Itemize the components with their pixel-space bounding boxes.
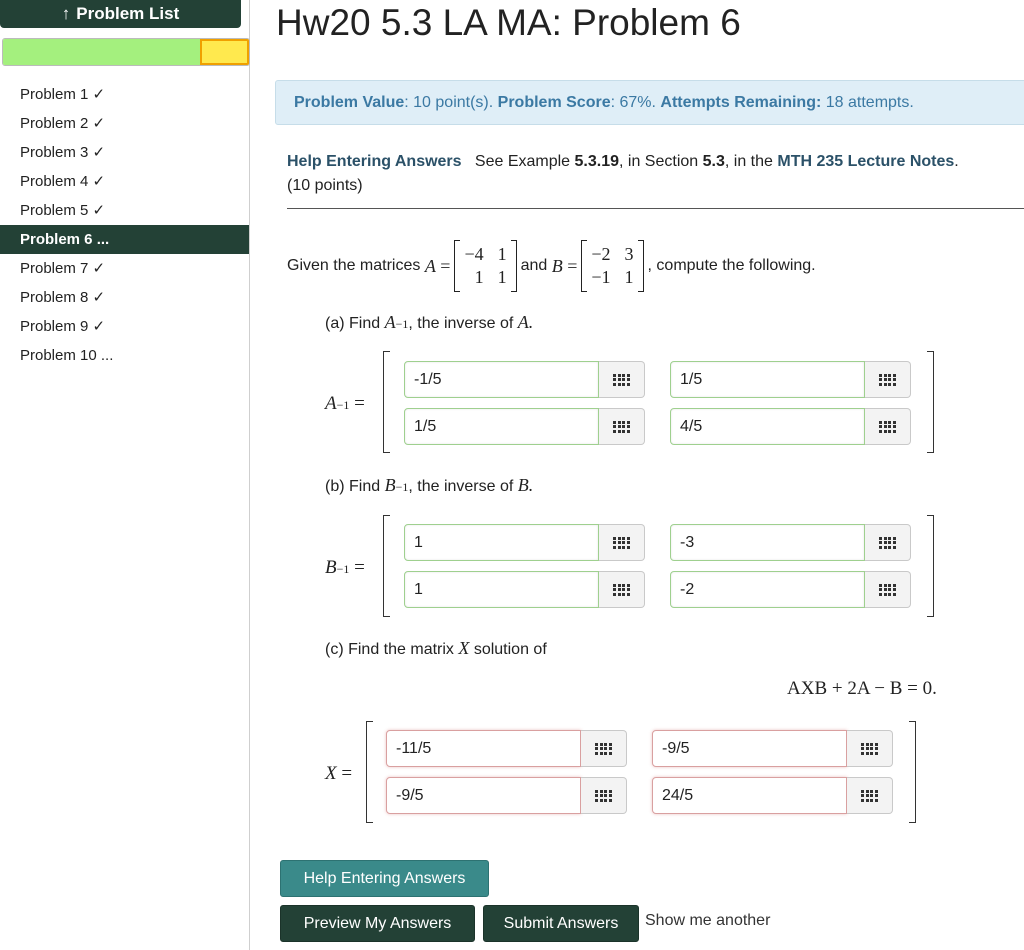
checkmark-icon: ✓	[92, 144, 106, 161]
help-entering-answers-link[interactable]: Help Entering Answers	[287, 153, 462, 170]
math-keyboard-icon[interactable]	[847, 777, 893, 814]
part-c-prompt: (c) Find the matrix X solution of	[325, 638, 547, 658]
sidebar-item-problem-8[interactable]: Problem 8 ✓	[20, 289, 106, 306]
matrix-bracket-right	[927, 351, 934, 453]
answer-c-1-1: -11/5	[386, 730, 627, 767]
example-ref: 5.3.19	[574, 153, 620, 170]
answer-input[interactable]: 1	[404, 571, 599, 608]
preview-answers-button[interactable]: Preview My Answers	[280, 905, 475, 942]
math-keyboard-icon[interactable]	[581, 777, 627, 814]
checkmark-icon: ✓	[92, 202, 106, 219]
progress-bar	[2, 38, 250, 66]
problem-list: Problem 1 ✓ Problem 2 ✓ Problem 3 ✓ Prob…	[0, 80, 249, 370]
problem-list-label: Problem List	[76, 4, 180, 23]
attempts-label: Attempts Remaining:	[660, 94, 822, 111]
equation: AXB + 2A − B = 0.	[787, 678, 937, 699]
sidebar-item-problem-10[interactable]: Problem 10 ...	[20, 347, 114, 364]
help-entering-answers-button[interactable]: Help Entering Answers	[280, 860, 489, 897]
sidebar-item-problem-5[interactable]: Problem 5 ✓	[20, 202, 106, 219]
matrix-bracket-left	[383, 351, 390, 453]
sidebar: ↑ Problem List Problem 1 ✓ Problem 2 ✓ P…	[0, 0, 250, 950]
math-keyboard-icon[interactable]	[865, 361, 911, 398]
answer-input[interactable]: 1/5	[404, 408, 599, 445]
checkmark-icon: ✓	[92, 318, 106, 335]
sidebar-item-problem-7[interactable]: Problem 7 ✓	[20, 260, 106, 277]
problem-value: : 10 point(s).	[404, 94, 494, 111]
answer-input[interactable]: 1/5	[670, 361, 865, 398]
answer-b-1-1: 1	[404, 524, 645, 561]
checkmark-icon: ✓	[92, 289, 106, 306]
answer-b-2-2: -2	[670, 571, 911, 608]
attempts-remaining: 18 attempts.	[825, 94, 914, 111]
math-keyboard-icon[interactable]	[599, 524, 645, 561]
answer-input[interactable]: -9/5	[386, 777, 581, 814]
math-keyboard-icon[interactable]	[865, 524, 911, 561]
math-keyboard-icon[interactable]	[847, 730, 893, 767]
page-title: Hw20 5.3 LA MA: Problem 6	[276, 2, 741, 43]
answer-input[interactable]: -2	[670, 571, 865, 608]
lecture-notes-link[interactable]: MTH 235 Lecture Notes	[777, 153, 955, 170]
show-me-another-link[interactable]: Show me another	[645, 912, 771, 929]
checkmark-icon: ✓	[92, 86, 106, 103]
sidebar-item-problem-2[interactable]: Problem 2 ✓	[20, 115, 106, 132]
answer-c-2-2: 24/5	[652, 777, 893, 814]
math-keyboard-icon[interactable]	[599, 361, 645, 398]
part-b-prompt: (b) Find B−1, the inverse of B.	[325, 475, 534, 495]
math-keyboard-icon[interactable]	[865, 408, 911, 445]
a-inverse-label: A−1 =	[325, 393, 365, 414]
answer-input[interactable]: -9/5	[652, 730, 847, 767]
answer-b-1-2: -3	[670, 524, 911, 561]
sidebar-item-problem-9[interactable]: Problem 9 ✓	[20, 318, 106, 335]
answer-input[interactable]: 1	[404, 524, 599, 561]
math-keyboard-icon[interactable]	[581, 730, 627, 767]
problem-score: : 67%.	[610, 94, 656, 111]
problem-score-label: Problem Score	[497, 94, 611, 111]
answer-a-1-2: 1/5	[670, 361, 911, 398]
up-arrow-icon: ↑	[61, 4, 71, 23]
math-keyboard-icon[interactable]	[599, 408, 645, 445]
progress-correct	[3, 39, 200, 65]
problem-list-button[interactable]: ↑ Problem List	[0, 0, 241, 28]
progress-partial	[200, 39, 249, 65]
submit-answers-button[interactable]: Submit Answers	[483, 905, 639, 942]
in-progress-icon: ...	[100, 347, 114, 364]
checkmark-icon: ✓	[92, 260, 106, 277]
checkmark-icon: ✓	[92, 115, 106, 132]
help-line: Help Entering Answers See Example 5.3.19…	[287, 153, 959, 194]
section-ref: 5.3	[702, 153, 725, 170]
answer-input[interactable]: 24/5	[652, 777, 847, 814]
in-progress-icon: ...	[96, 231, 110, 248]
sidebar-item-problem-3[interactable]: Problem 3 ✓	[20, 144, 106, 161]
sidebar-item-problem-6[interactable]: Problem 6 ...	[0, 225, 249, 254]
answer-a-2-2: 4/5	[670, 408, 911, 445]
answer-input[interactable]: -3	[670, 524, 865, 561]
answer-c-1-2: -9/5	[652, 730, 893, 767]
b-inverse-label: B−1 =	[325, 557, 365, 578]
checkmark-icon: ✓	[92, 173, 106, 190]
answer-input[interactable]: 4/5	[670, 408, 865, 445]
divider	[287, 208, 1024, 209]
matrix-bracket-left	[383, 515, 390, 617]
part-a-prompt: (a) Find A−1, the inverse of A.	[325, 312, 534, 332]
problem-value-label: Problem Value	[294, 94, 405, 111]
problem-info-box: Problem Value: 10 point(s). Problem Scor…	[275, 80, 1024, 125]
matrix-bracket-right	[909, 721, 916, 823]
answer-input[interactable]: -1/5	[404, 361, 599, 398]
answer-c-2-1: -9/5	[386, 777, 627, 814]
matrix-bracket-right	[927, 515, 934, 617]
answer-a-2-1: 1/5	[404, 408, 645, 445]
math-keyboard-icon[interactable]	[599, 571, 645, 608]
math-keyboard-icon[interactable]	[865, 571, 911, 608]
x-label: X =	[325, 763, 353, 784]
points-text: (10 points)	[287, 177, 363, 194]
answer-input[interactable]: -11/5	[386, 730, 581, 767]
answer-b-2-1: 1	[404, 571, 645, 608]
sidebar-item-problem-4[interactable]: Problem 4 ✓	[20, 173, 106, 190]
matrix-bracket-left	[366, 721, 373, 823]
answer-a-1-1: -1/5	[404, 361, 645, 398]
sidebar-item-problem-1[interactable]: Problem 1 ✓	[20, 86, 106, 103]
